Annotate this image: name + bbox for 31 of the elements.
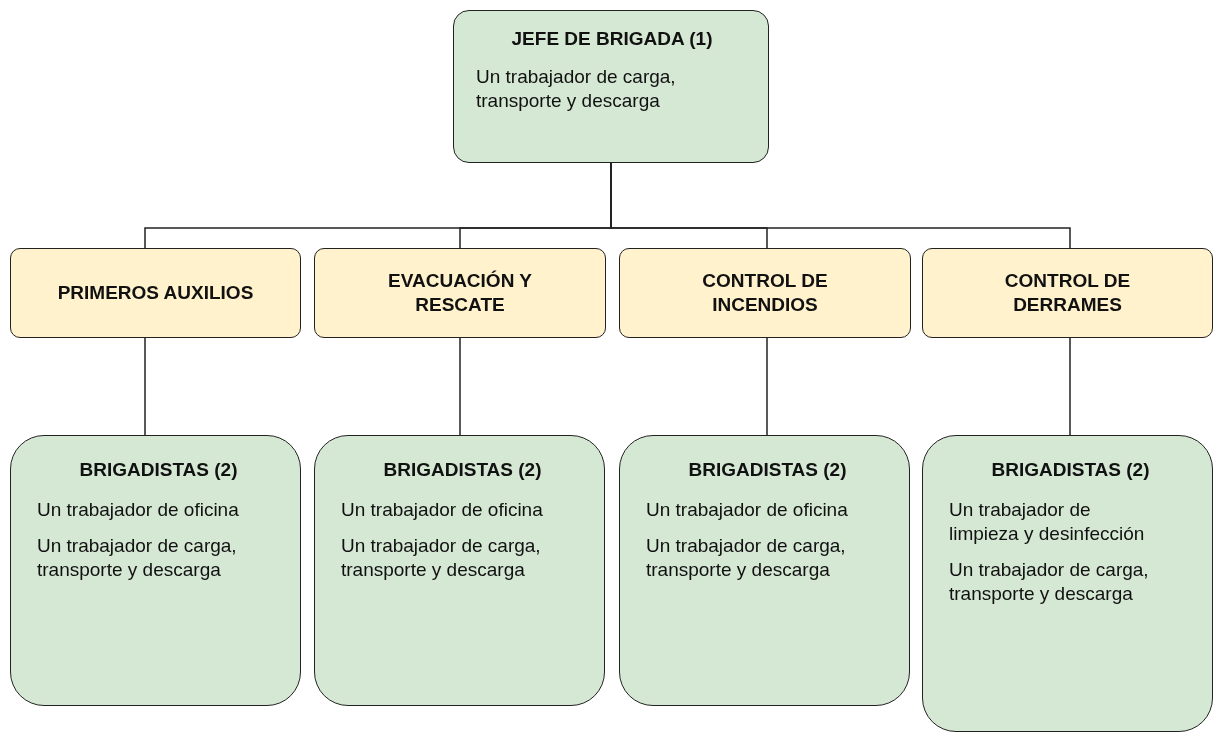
connector-line (766, 337, 768, 436)
connector-line (144, 337, 146, 436)
box-heading: EVACUACIÓN Y RESCATE (387, 269, 533, 317)
box-text: Un trabajador de limpieza y desinfección (949, 498, 1146, 546)
member-box (314, 435, 605, 706)
box-text: Un trabajador de carga, transporte y descarga (949, 558, 1150, 606)
box-heading: CONTROL DE INCENDIOS (701, 269, 829, 317)
team-area-box (922, 248, 1213, 338)
box-heading: BRIGADISTAS (2) (990, 458, 1151, 482)
box-heading: BRIGADISTAS (2) (78, 458, 239, 482)
connector-line (459, 337, 461, 436)
box-heading: JEFE DE BRIGADA (1) (510, 27, 714, 51)
box-heading: BRIGADISTAS (2) (382, 458, 543, 482)
box-text: Un trabajador de oficina (646, 498, 849, 522)
box-heading: PRIMEROS AUXILIOS (57, 281, 254, 305)
member-box (922, 435, 1213, 732)
connector-line (1069, 337, 1071, 436)
member-box (619, 435, 910, 706)
team-area-box (10, 248, 301, 338)
box-text: Un trabajador de carga, transporte y descarga (646, 534, 847, 582)
box-heading: BRIGADISTAS (2) (687, 458, 848, 482)
box-text: Un trabajador de carga, transporte y descarga (341, 534, 542, 582)
box-text: Un trabajador de carga, transporte y descarga (37, 534, 238, 582)
chief-box (453, 10, 769, 163)
team-area-box (314, 248, 606, 338)
member-box (10, 435, 301, 706)
box-heading: CONTROL DE DERRAMES (1003, 269, 1132, 317)
box-text: Un trabajador de oficina (341, 498, 544, 522)
box-text: Un trabajador de oficina (37, 498, 240, 522)
box-text: Un trabajador de carga, transporte y descarga (476, 65, 677, 113)
team-area-box (619, 248, 911, 338)
